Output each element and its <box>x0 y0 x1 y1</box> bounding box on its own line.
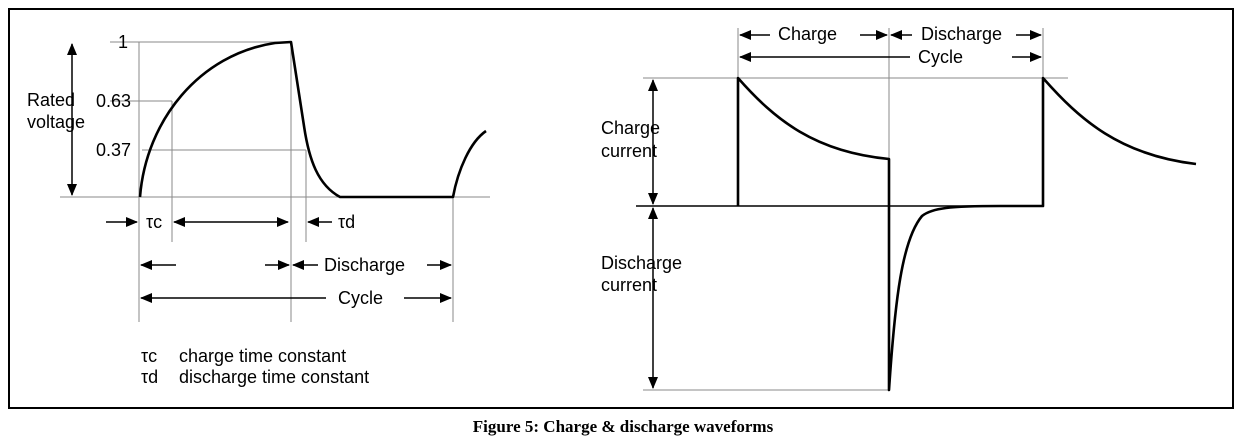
legend-tau-d-text: discharge time constant <box>179 367 369 387</box>
cycle-label-right: Cycle <box>918 47 963 67</box>
rated-voltage-label-line1: Rated <box>27 90 75 110</box>
charge-current-label-line2: current <box>601 141 657 161</box>
legend-tau-c-text: charge time constant <box>179 346 346 366</box>
tau-d-label: τd <box>338 212 355 232</box>
discharge-label: Discharge <box>324 255 405 275</box>
tau-c-label: τc <box>146 212 162 232</box>
figure-caption: Figure 5: Charge & discharge waveforms <box>473 417 774 436</box>
current-waveform <box>736 76 1197 392</box>
discharge-current-label-line2: current <box>601 275 657 295</box>
cycle-label: Cycle <box>338 288 383 308</box>
voltage-panel: 1 0.63 0.37 Rated voltage τc τd Discharg… <box>27 32 490 387</box>
charge-current-label-line1: Charge <box>601 118 660 138</box>
legend-tau-c-symbol: τc <box>141 346 157 366</box>
discharge-current-label-line1: Discharge <box>601 253 682 273</box>
current-panel: Charge Discharge Cycle Charge current Di… <box>601 24 1197 392</box>
discharge-label-right: Discharge <box>921 24 1002 44</box>
level-037-label: 0.37 <box>96 140 131 160</box>
legend-tau-d-symbol: τd <box>141 367 158 387</box>
charge-label-right: Charge <box>778 24 837 44</box>
figure-frame <box>8 8 1234 409</box>
level-063-label: 0.63 <box>96 91 131 111</box>
rated-voltage-label-line2: voltage <box>27 112 85 132</box>
voltage-waveform <box>138 40 487 199</box>
level-1-label: 1 <box>118 32 128 52</box>
